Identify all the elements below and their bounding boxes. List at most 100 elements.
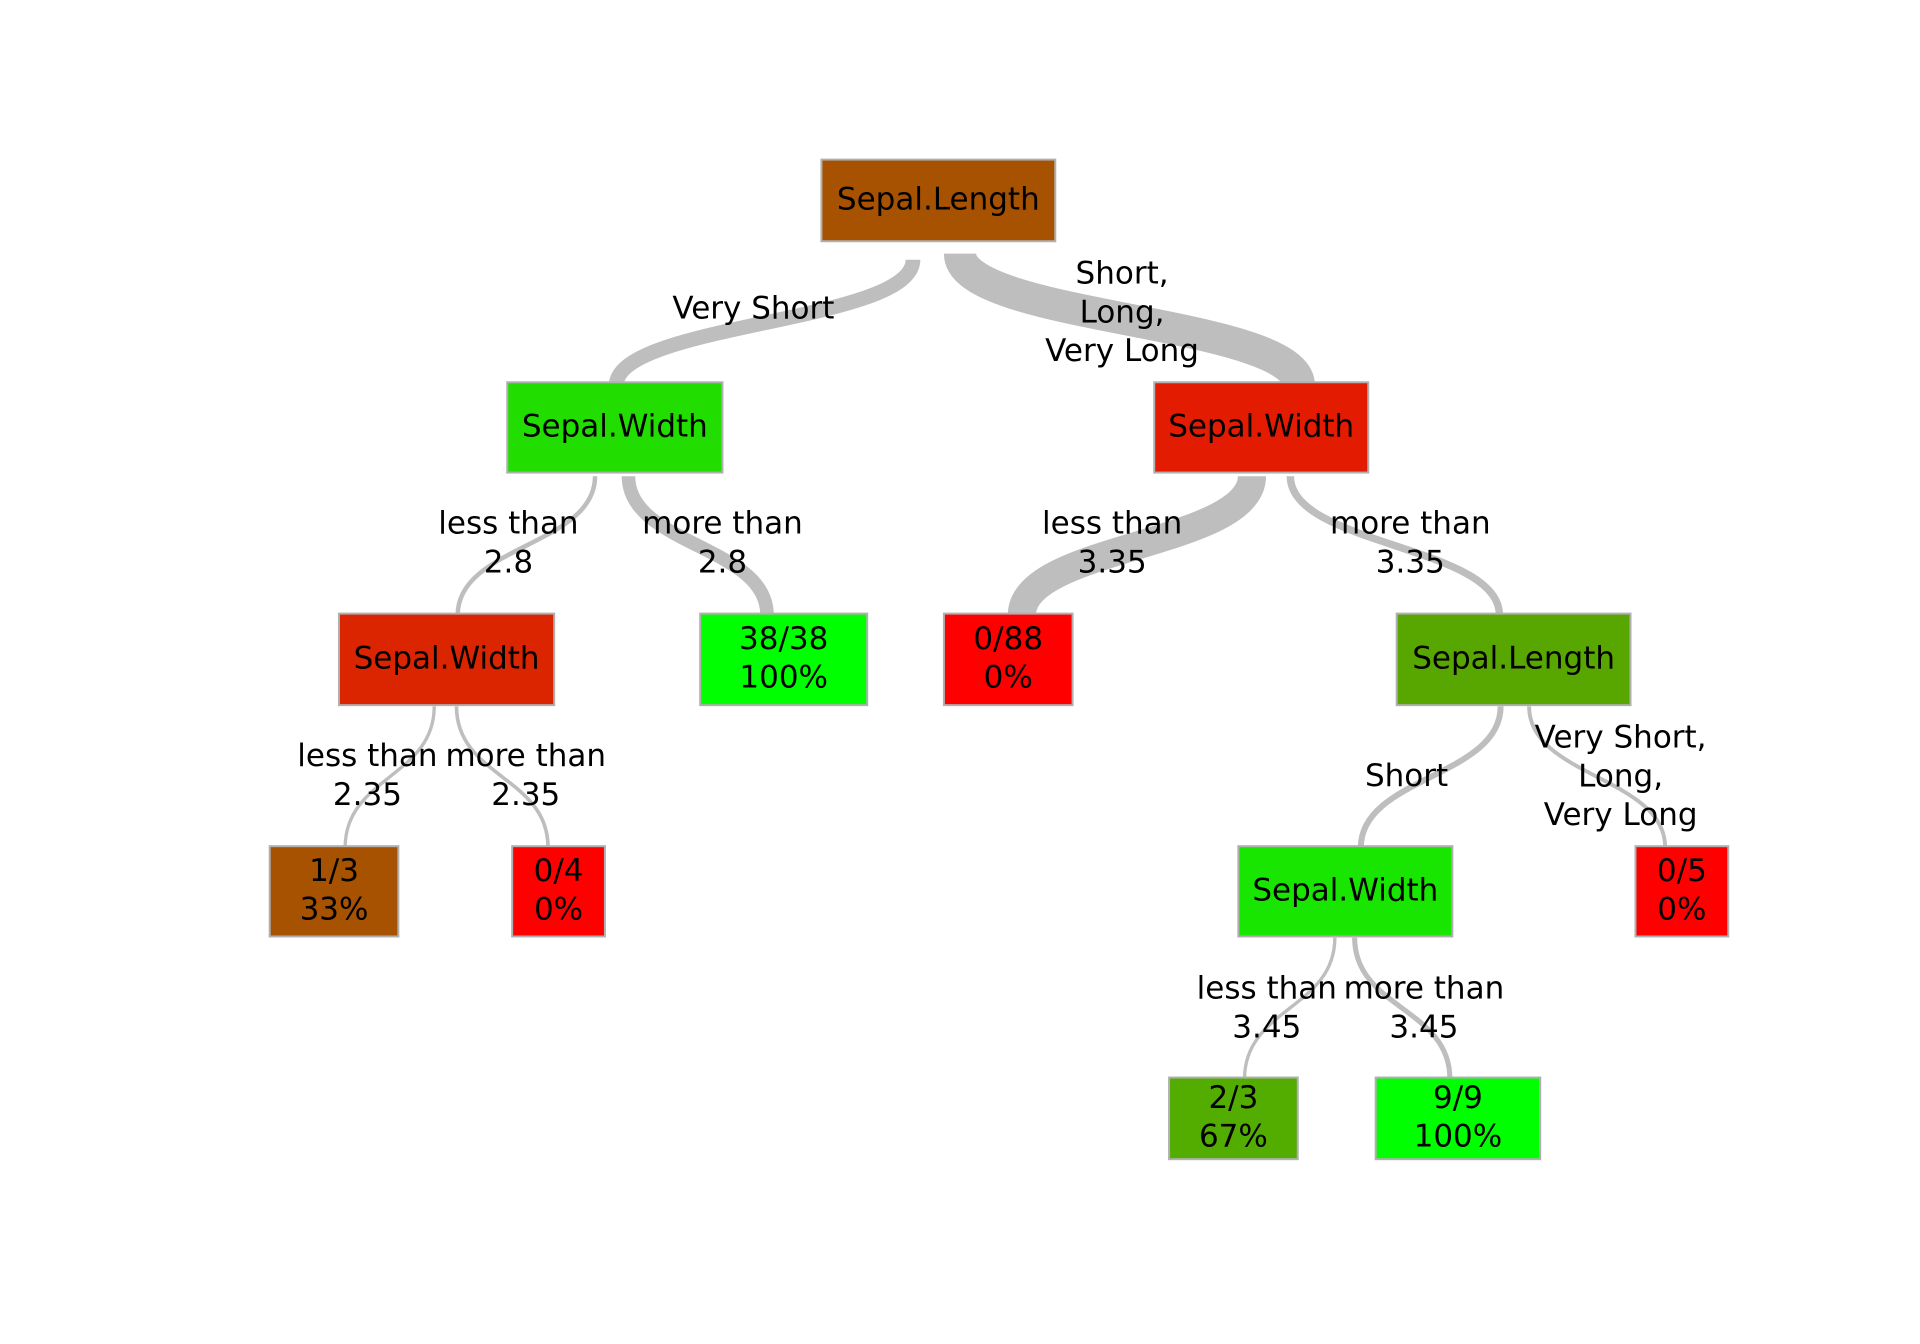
node-label-line: Sepal.Width — [522, 408, 708, 444]
edge-sw-right-to-leaf-0-88 — [1007, 474, 1266, 618]
edge-label-sl-rr-to-leaf-0-5: Very Short,Long,Very Long — [1535, 719, 1707, 832]
node-label-line: 0% — [984, 659, 1033, 695]
node-label-line: 9/9 — [1433, 1079, 1483, 1115]
edge-label-line: less than — [297, 738, 437, 774]
edge-label-line: Very Short, — [1535, 719, 1707, 755]
node-sl-rr: Sepal.Length — [1395, 612, 1632, 707]
node-box — [268, 845, 400, 938]
edge-label-line: Short — [1365, 757, 1448, 793]
node-label-line: 67% — [1199, 1118, 1268, 1154]
edge-label-root-to-sw-left: Very Short — [672, 290, 834, 326]
edge-sw-ll-to-leaf-1-3 — [343, 706, 436, 848]
edge-label-line: 2.35 — [491, 776, 560, 812]
node-label-line: 0% — [1657, 891, 1706, 927]
node-label: Sepal.Width — [1168, 408, 1354, 444]
node-label: Sepal.Width — [522, 408, 708, 444]
edge-label-line: Long, — [1578, 758, 1663, 794]
node-box — [1374, 1076, 1542, 1161]
node-label-line: 0/5 — [1657, 852, 1707, 888]
node-box — [506, 381, 724, 474]
edge-label-line: more than — [1344, 970, 1505, 1006]
node-box — [1395, 612, 1632, 707]
node-sw-rrl: Sepal.Width — [1237, 845, 1454, 938]
edge-sw-rrl-to-leaf-2-3 — [1242, 937, 1337, 1079]
node-label-line: Sepal.Width — [1168, 408, 1354, 444]
edge-label-line: less than — [1042, 505, 1182, 541]
node-box — [1153, 381, 1370, 474]
node-sw-right: Sepal.Width — [1153, 381, 1370, 474]
edge-sw-ll-to-leaf-0-4 — [454, 706, 550, 848]
edge-label-line: 2.8 — [484, 544, 533, 580]
node-box — [1634, 845, 1730, 938]
edge-label-root-to-sw-right: Short,Long,Very Long — [1045, 255, 1199, 368]
edge-label-line: 2.8 — [698, 544, 747, 580]
edge-label-line: Long, — [1080, 294, 1165, 330]
node-label-line: Sepal.Width — [354, 640, 540, 676]
edges-layer — [343, 250, 1668, 1079]
node-label-line: 38/38 — [739, 621, 828, 657]
node-label-line: Sepal.Width — [1252, 872, 1438, 908]
node-label-line: 33% — [300, 891, 369, 927]
node-label-line: 100% — [739, 659, 828, 695]
edge-label-line: 3.45 — [1232, 1009, 1301, 1045]
edge-root-to-sw-left — [608, 258, 921, 388]
edge-label-line: Very Long — [1045, 333, 1199, 369]
edge-sl-rr-to-leaf-0-5 — [1527, 706, 1668, 848]
node-label-line: 2/3 — [1208, 1079, 1258, 1115]
edge-sw-rrl-to-leaf-9-9 — [1352, 937, 1453, 1079]
node-box — [699, 612, 869, 707]
edge-label-line: more than — [1330, 505, 1491, 541]
node-root: Sepal.Length — [820, 158, 1057, 243]
edge-label-line: 3.35 — [1376, 544, 1445, 580]
edge-label-line: more than — [445, 738, 606, 774]
edge-label-line: 3.35 — [1078, 544, 1147, 580]
node-sw-ll: Sepal.Width — [337, 612, 556, 707]
edge-label-line: less than — [438, 505, 578, 541]
edge-sw-left-to-leaf-38 — [621, 475, 774, 616]
node-box — [1168, 1076, 1299, 1161]
edge-label-line: Very Short — [672, 290, 834, 326]
edge-sw-left-to-sw-ll — [455, 476, 598, 615]
node-label-line: 100% — [1414, 1118, 1503, 1154]
edge-label-line: less than — [1197, 970, 1337, 1006]
node-label: Sepal.Length — [837, 181, 1040, 217]
edge-root-to-sw-right — [943, 250, 1316, 390]
edge-label-line: 2.35 — [333, 776, 402, 812]
node-label: Sepal.Width — [1252, 872, 1438, 908]
node-box — [942, 612, 1074, 707]
node-label-line: 0% — [534, 891, 583, 927]
node-label-line: Sepal.Length — [837, 181, 1040, 217]
node-label: Sepal.Length — [1412, 640, 1615, 676]
node-box — [1237, 845, 1454, 938]
edge-sl-rr-to-sw-rrl — [1357, 706, 1504, 848]
edge-sw-right-to-sl-rr — [1286, 475, 1504, 616]
node-label-line: 0/4 — [534, 852, 584, 888]
edge-label-line: Very Long — [1544, 797, 1698, 833]
node-label: Sepal.Width — [354, 640, 540, 676]
edge-label-line: 3.45 — [1389, 1009, 1458, 1045]
node-box — [820, 158, 1057, 243]
node-label-line: 1/3 — [309, 852, 359, 888]
edge-label-line: Short, — [1076, 255, 1169, 291]
